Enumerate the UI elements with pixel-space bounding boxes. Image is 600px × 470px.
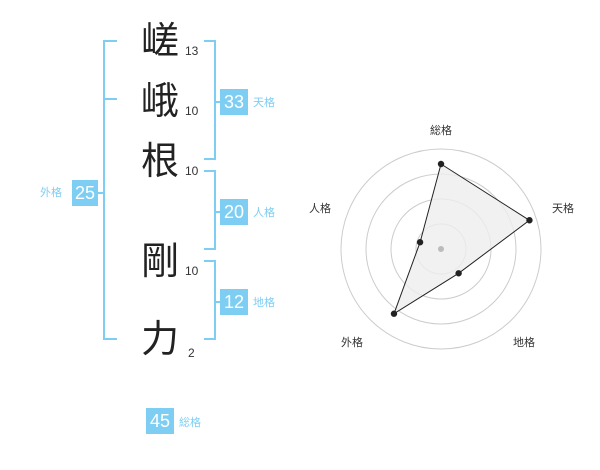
axis-label-chikaku: 地格 (513, 335, 535, 349)
radar-point-5 (416, 239, 424, 246)
stroke-count-4: 10 (185, 264, 199, 278)
axis-label-gaikaku: 外格 (341, 335, 363, 349)
radar-point-3 (455, 270, 462, 277)
chikaku-value: 12 (220, 289, 248, 315)
tenkaku-value: 33 (220, 89, 248, 115)
radar-ring-4 (340, 148, 542, 350)
stroke-count-5: 2 (188, 346, 195, 360)
stroke-count-3: 10 (185, 164, 199, 178)
soukaku-value: 45 (146, 408, 174, 434)
name-char-1: 嵯 (140, 19, 179, 63)
radar-points (390, 160, 533, 317)
tenkaku-label: 天格 (253, 96, 275, 109)
name-char-5: 力 (140, 317, 179, 361)
gaikaku-label: 外格 (40, 186, 62, 199)
gaikaku-value: 25 (72, 180, 98, 206)
axis-label-soukaku: 総格 (430, 123, 452, 137)
radar-polygon (393, 163, 531, 315)
soukaku-label: 総格 (179, 416, 201, 429)
radar-point-2 (526, 217, 533, 224)
name-char-3: 根 (140, 139, 179, 183)
name-char-4: 剛 (140, 239, 179, 283)
jinkaku-value: 20 (220, 199, 248, 225)
stroke-count-1: 13 (185, 44, 199, 58)
axis-label-jinkaku: 人格 (309, 201, 331, 215)
axis-label-tenkaku: 天格 (552, 201, 574, 215)
radar-center-dot (438, 246, 444, 252)
jinkaku-label: 人格 (253, 206, 275, 219)
stroke-count-2: 10 (185, 104, 199, 118)
radar-point-1 (437, 160, 445, 168)
name-char-2: 峨 (140, 79, 179, 123)
radar-point-4 (390, 310, 398, 317)
chikaku-label: 地格 (253, 296, 275, 309)
